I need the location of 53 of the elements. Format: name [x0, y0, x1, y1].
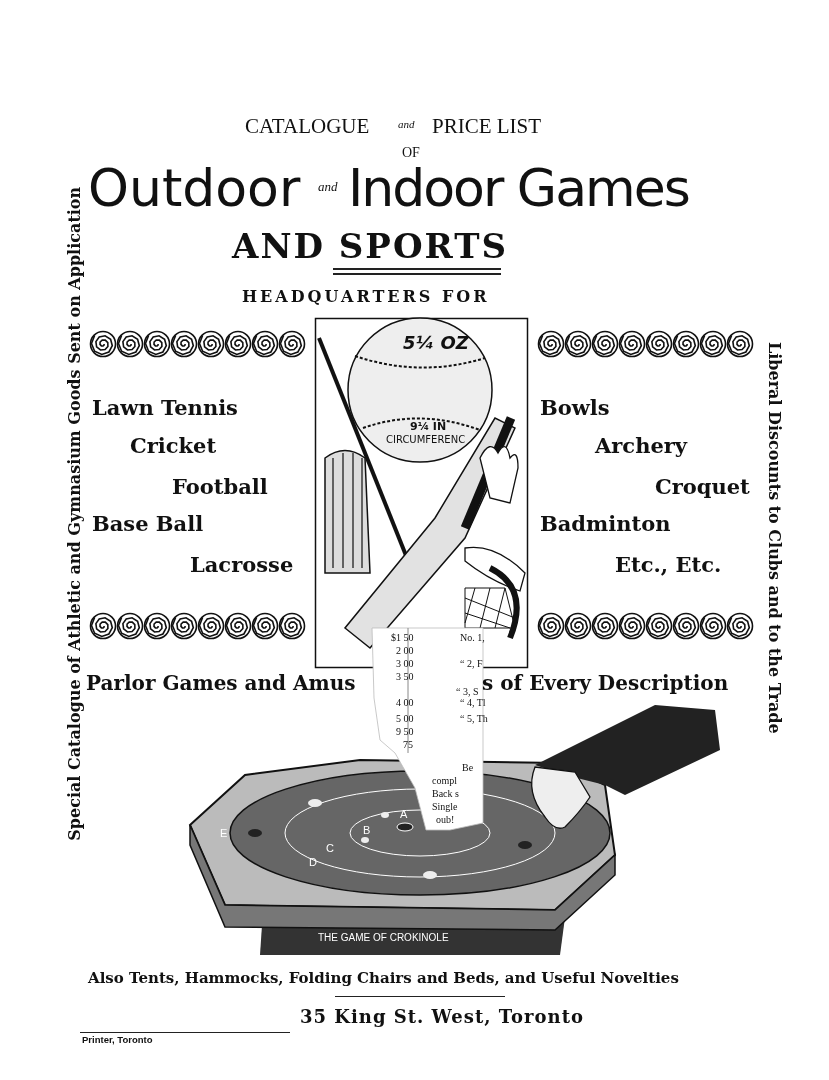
price-text: 4 00 [396, 697, 414, 708]
sport-name: Archery [595, 434, 688, 458]
ball-size-text: CIRCUMFERENC [386, 434, 466, 445]
sport-name: Football [172, 475, 268, 499]
sport-name: Croquet [655, 475, 750, 499]
board-letter: A [400, 808, 408, 821]
price-text: Back s [432, 788, 459, 799]
price-text: Single [432, 801, 458, 812]
price-text: 3 00 [396, 658, 414, 669]
catalogue-heading: CATALOGUE [245, 115, 370, 139]
price-text: “ 5, Th [460, 713, 488, 724]
price-text: 75 [403, 739, 413, 750]
ball-size-text: 9¼ IN [410, 421, 447, 434]
printer-credit: Printer, Toronto [82, 1035, 153, 1046]
price-text: Be [462, 762, 474, 773]
board-letter: D [309, 856, 317, 869]
heading-word: OF [402, 145, 420, 161]
parlor-games-text: Parlor Games and Amus [86, 672, 356, 694]
board-letter: B [363, 824, 371, 837]
price-text: 9 50 [396, 726, 414, 737]
sport-name: Etc., Etc. [615, 553, 722, 577]
price-text: oub! [436, 814, 455, 825]
sport-name: Cricket [130, 434, 217, 458]
sport-name: Badminton [540, 512, 671, 536]
footer-note: Also Tents, Hammocks, Folding Chairs and Beds, and Useful Novelties [88, 970, 679, 987]
side-note: Liberal Discounts to Clubs and to the Trade [765, 340, 783, 736]
sports-heading: AND SPORTS [232, 228, 509, 266]
price-text: $1 50 [391, 632, 414, 643]
board-letter: C [326, 842, 334, 855]
sport-name: Lacrosse [190, 553, 294, 577]
conjunction-text: and [318, 180, 338, 195]
sport-name: Bowls [540, 396, 610, 420]
side-note: Special Catalogue of Athletic and Gymnasium Goods Sent on Application [66, 185, 84, 843]
price-list-heading: PRICE LIST [432, 115, 542, 139]
picture-caption: THE GAME OF CROKINOLE [318, 932, 449, 943]
price-text: No. 1, [460, 632, 485, 643]
price-text: compl [432, 775, 457, 786]
price-text: 5 00 [396, 713, 414, 724]
address-text: 35 King St. West, Toronto [300, 1007, 584, 1027]
price-text: 2 00 [396, 645, 414, 656]
price-text: “ 3, S [456, 686, 479, 697]
board-letter: E [220, 827, 228, 840]
price-text: 3 50 [396, 671, 414, 682]
sport-name: Base Ball [92, 512, 204, 536]
parlor-games-text: s of Every Description [482, 672, 729, 694]
price-text: “ 2, F [460, 658, 483, 669]
outdoor-heading: Outdoor [88, 160, 301, 218]
indoor-games-heading: Indoor Games [348, 160, 689, 218]
headquarters-heading: HEADQUARTERS FOR [242, 288, 490, 306]
conjunction-text: and [398, 118, 415, 131]
price-text: “ 4, Tl [460, 697, 486, 708]
ball-weight-text: 5¼ OZ [403, 333, 469, 353]
sport-name: Lawn Tennis [92, 396, 238, 420]
